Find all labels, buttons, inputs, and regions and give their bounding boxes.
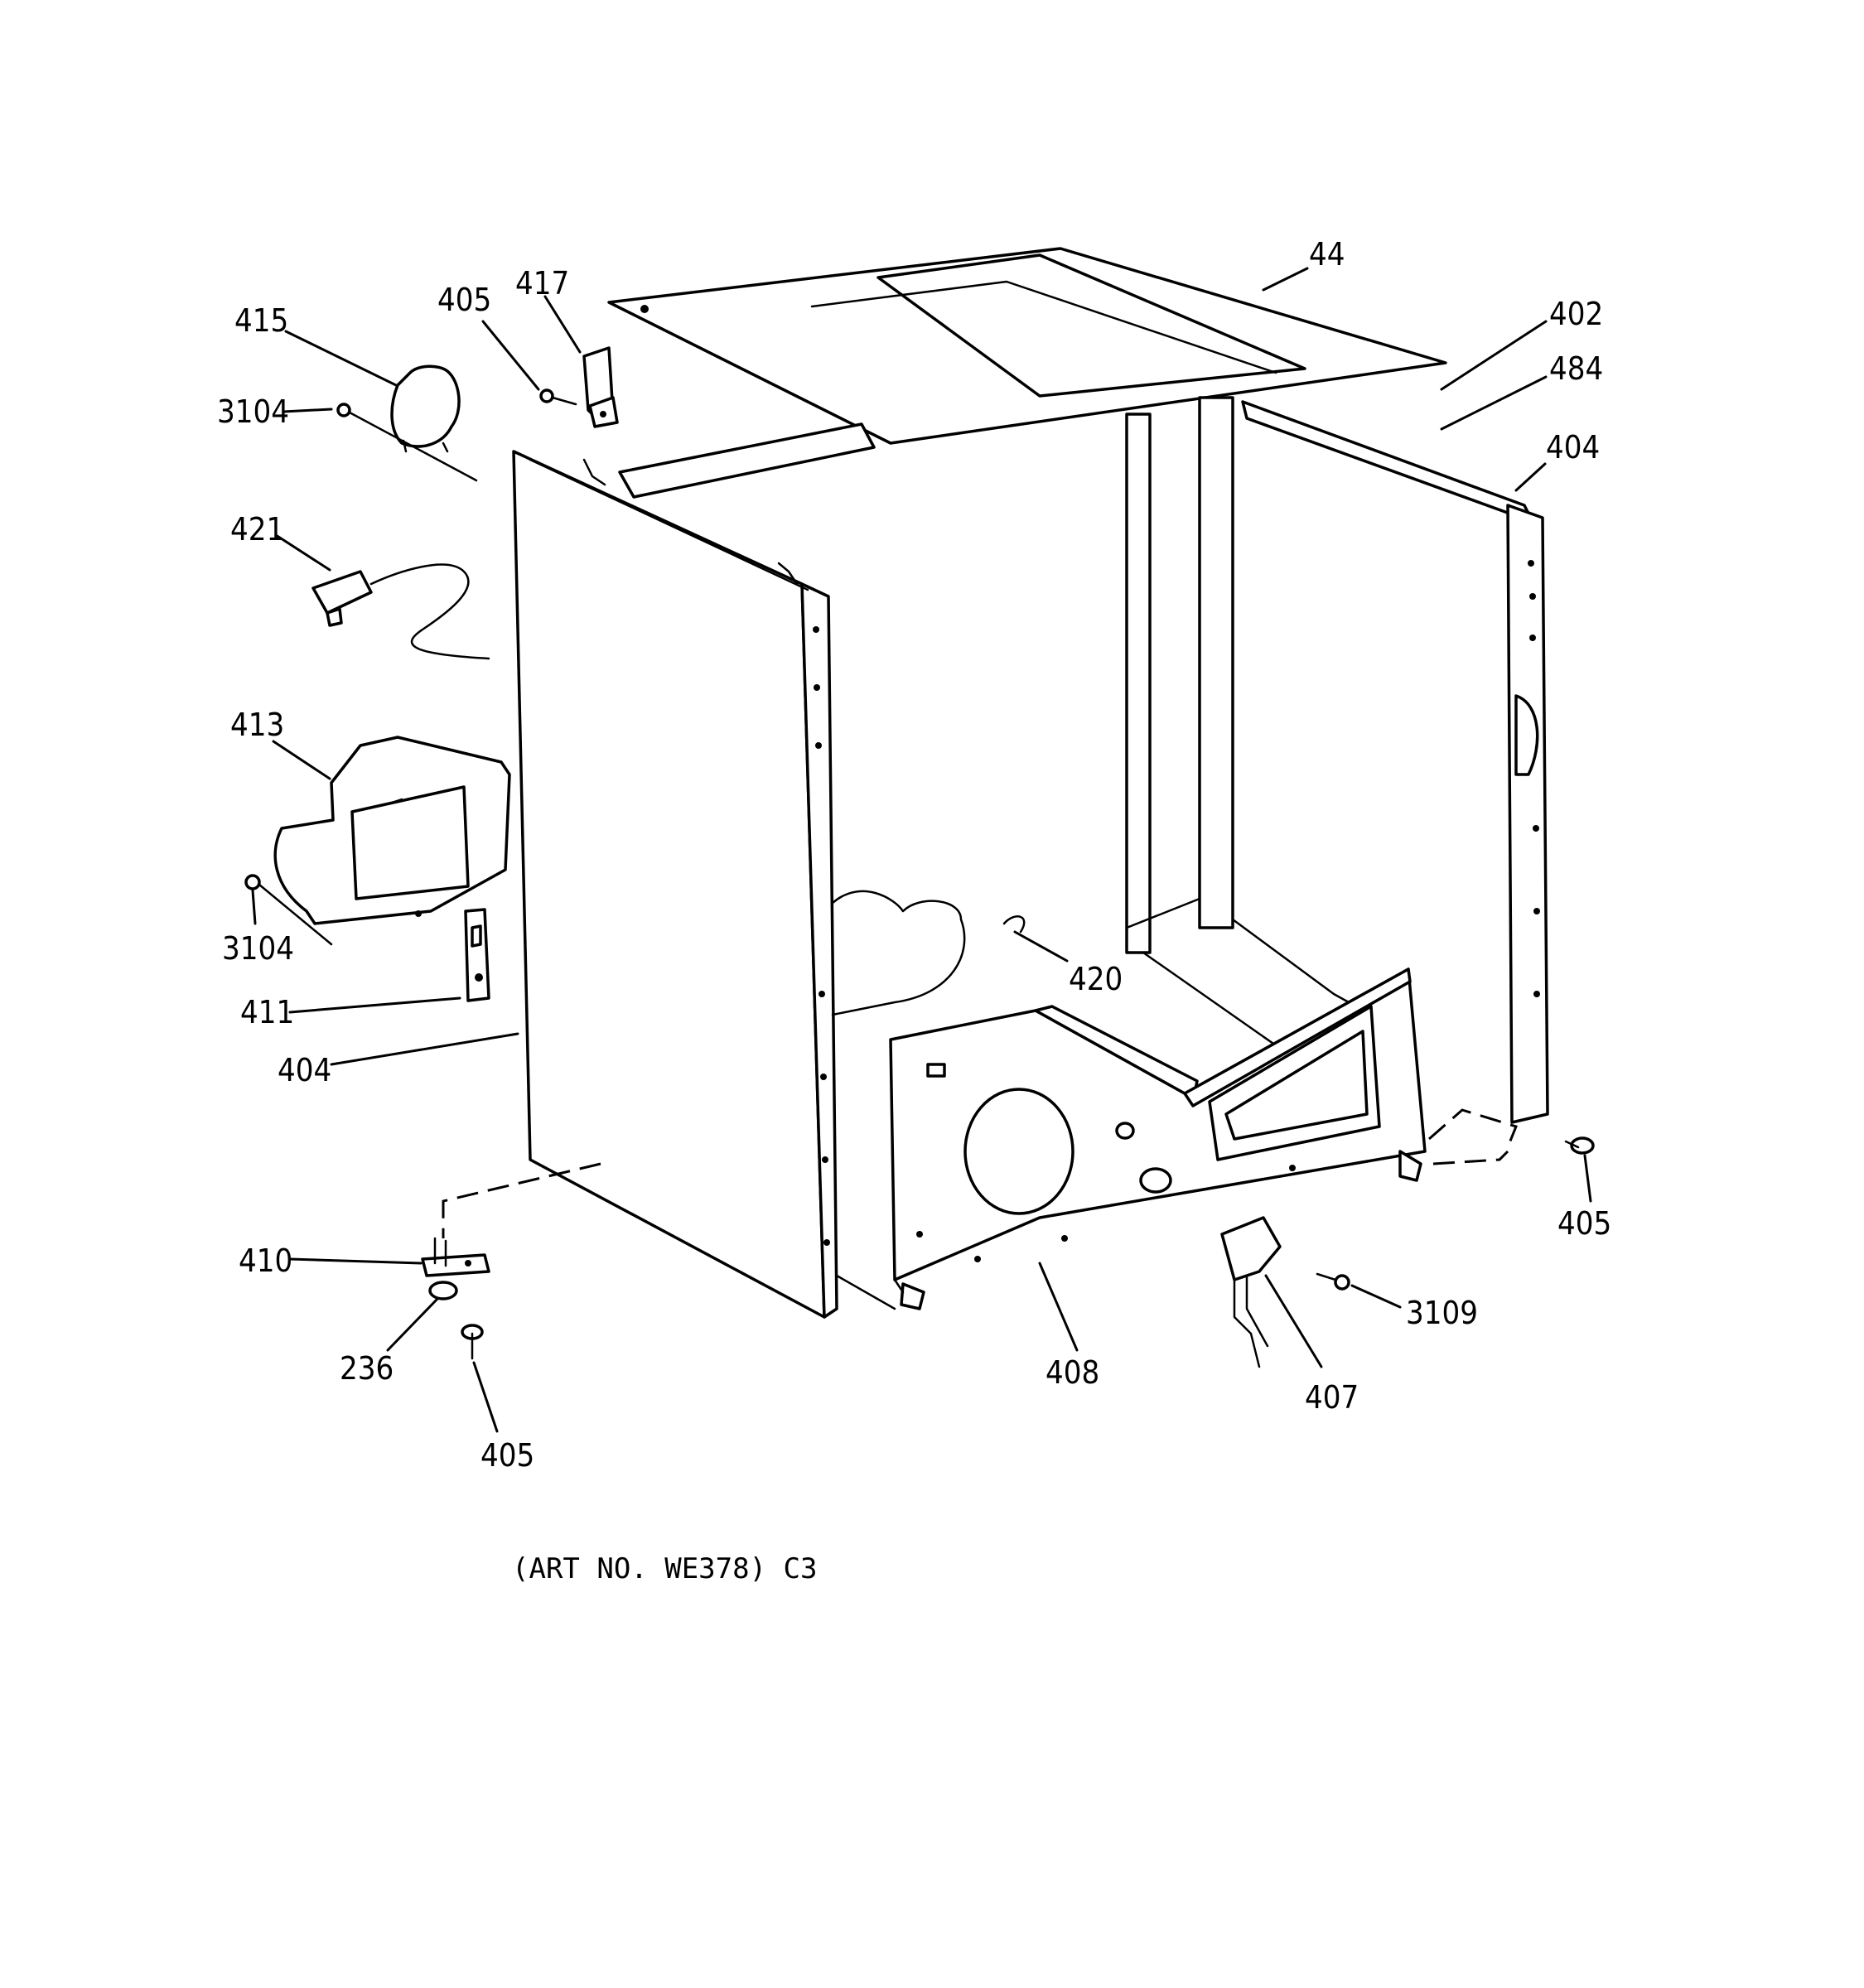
screw-3104-mid-part [244, 874, 333, 946]
callout-484: 484 [1549, 350, 1603, 387]
callout-413: 413 [230, 707, 284, 743]
bracket-417-part [582, 346, 619, 428]
screw-3104-top-part [336, 403, 478, 482]
callout-404-right: 404 [1546, 429, 1600, 466]
callout-408: 408 [1045, 1354, 1099, 1391]
duct-wire-part [831, 890, 1026, 1016]
callout-410: 410 [239, 1242, 292, 1279]
callout-3104-top: 3104 [217, 393, 289, 430]
power-cord-part [311, 563, 490, 660]
screw-405-top-part [539, 388, 577, 406]
leader-lines [251, 267, 1592, 1433]
leg-pad-part [428, 1281, 458, 1300]
terminal-bracket-part [464, 908, 490, 1002]
vent-cover-part [390, 364, 461, 453]
callout-411: 411 [240, 994, 294, 1030]
callout-420: 420 [1069, 961, 1123, 997]
leveling-leg-part [461, 1324, 484, 1360]
access-cover-part [273, 736, 511, 925]
cabinet-rear-frame [618, 396, 1534, 1070]
callout-236: 236 [340, 1350, 394, 1387]
assembly-dash-lines [442, 1108, 1518, 1238]
callout-3104-mid: 3104 [222, 930, 294, 967]
art-number-caption: (ART NO. WE378) C3 [512, 1552, 817, 1585]
screw-405-right-part [1564, 1136, 1595, 1155]
door-switch-part [1220, 1216, 1282, 1368]
callout-405-right: 405 [1557, 1205, 1611, 1242]
callout-417: 417 [515, 265, 569, 302]
right-side-panel-part [1506, 504, 1549, 1124]
callout-44: 44 [1309, 236, 1345, 273]
callout-3109: 3109 [1406, 1295, 1478, 1331]
base-front-panel-part [835, 967, 1427, 1310]
callout-405-top: 405 [437, 282, 491, 318]
screw-3109-part [1316, 1272, 1350, 1291]
leg-bracket-part [421, 1237, 490, 1277]
callout-421: 421 [230, 511, 284, 548]
callout-405-bottom: 405 [480, 1437, 534, 1474]
callout-404-left: 404 [278, 1052, 331, 1088]
top-panel-part [607, 247, 1447, 445]
left-side-panel-part [512, 450, 838, 1319]
callout-402: 402 [1549, 296, 1603, 332]
callout-407: 407 [1305, 1379, 1359, 1416]
callout-415: 415 [234, 302, 288, 339]
